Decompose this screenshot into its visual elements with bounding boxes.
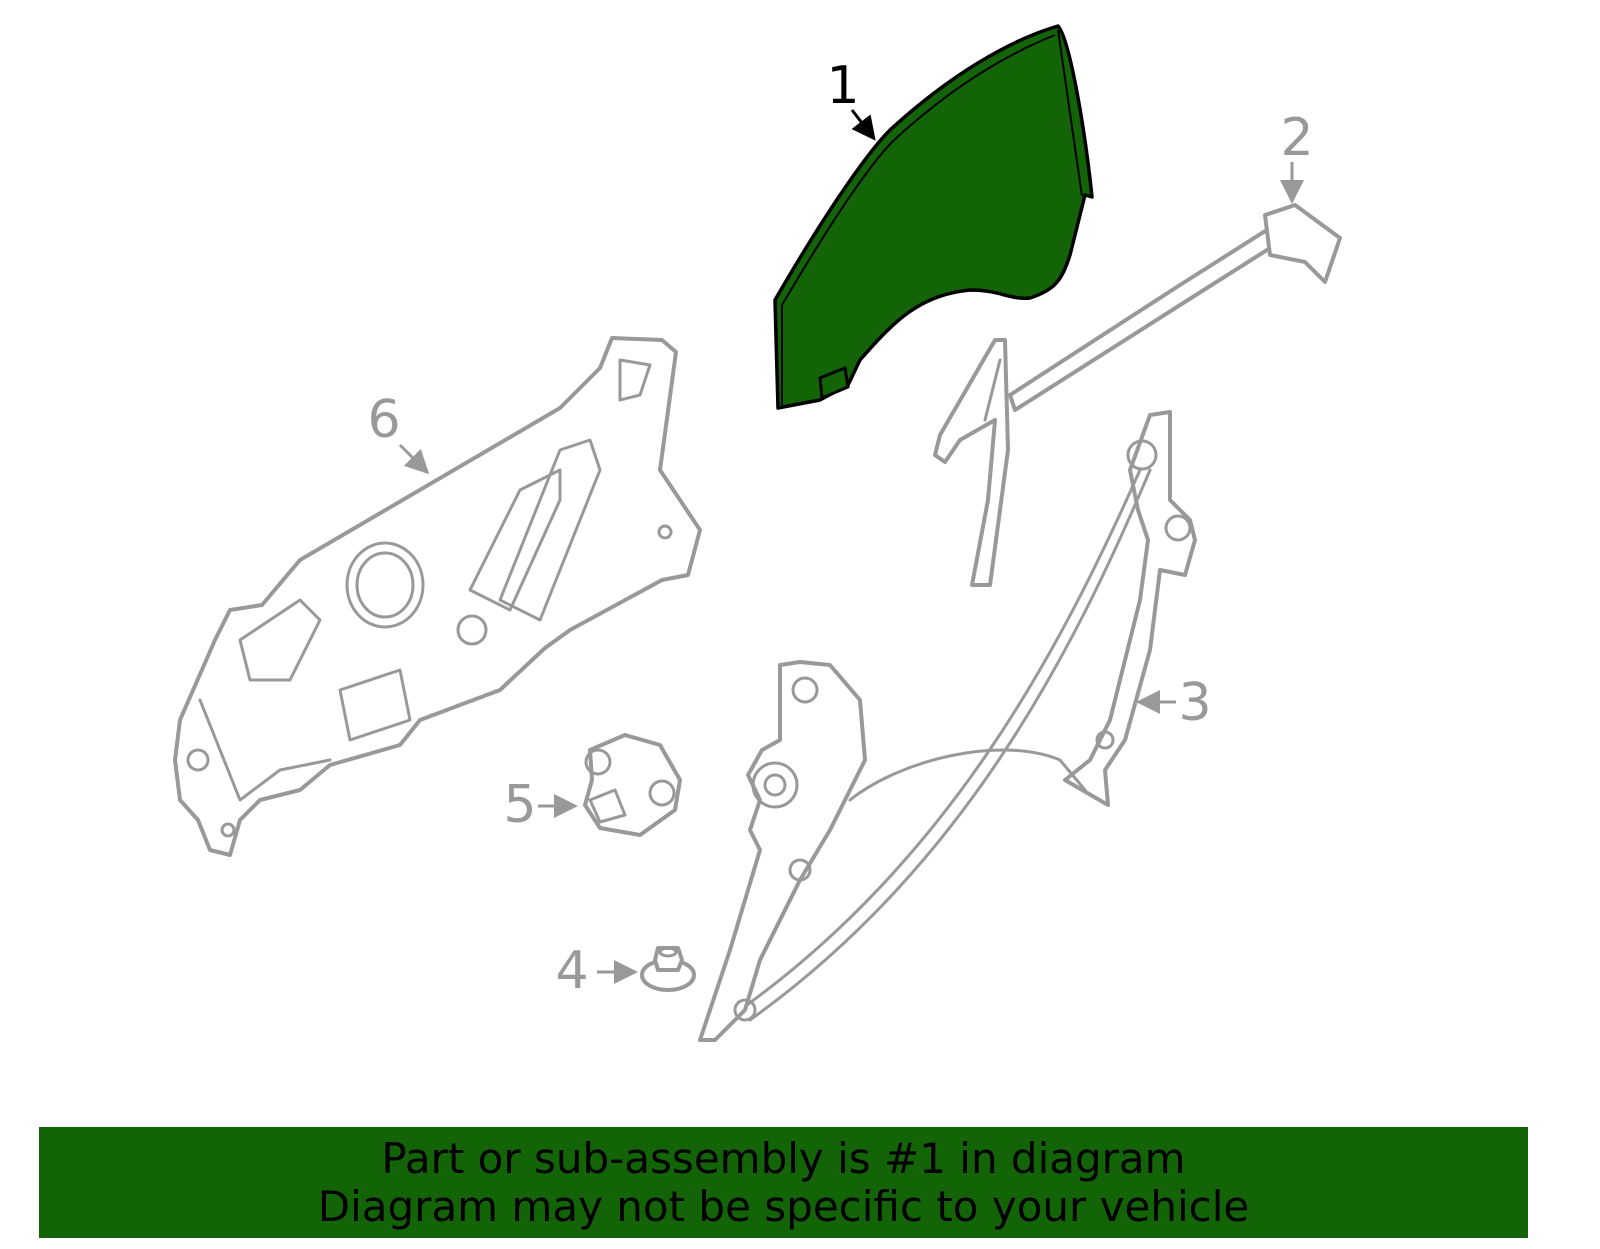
callout-4-label: 4: [555, 941, 588, 1001]
callout-6-arrow: [398, 443, 430, 475]
callout-4[interactable]: 4: [555, 941, 638, 1001]
callout-1[interactable]: 1: [826, 56, 876, 141]
banner-line-1: Part or sub-assembly is #1 in diagram: [381, 1134, 1186, 1183]
part-1-door-glass[interactable]: [773, 24, 1094, 410]
callout-6-label: 6: [367, 390, 400, 450]
callout-5-label: 5: [503, 775, 536, 835]
callout-5[interactable]: 5: [503, 775, 578, 835]
callout-3-label: 3: [1178, 673, 1211, 733]
callout-1-label: 1: [826, 56, 859, 116]
callout-1-arrow: [850, 109, 876, 141]
callout-6[interactable]: 6: [367, 390, 430, 475]
part-6-door-module-panel[interactable]: [173, 336, 702, 857]
part-5-window-motor[interactable]: [583, 733, 682, 837]
part-2-window-guide[interactable]: [933, 203, 1342, 587]
part-4-nut[interactable]: [640, 946, 696, 992]
callout-2[interactable]: 2: [1280, 108, 1314, 204]
callout-2-label: 2: [1280, 108, 1313, 168]
callout-3[interactable]: 3: [1136, 673, 1212, 733]
part-3-window-regulator[interactable]: [698, 410, 1197, 1042]
diagram-notice-banner: Part or sub-assembly is #1 in diagram Di…: [39, 1127, 1528, 1238]
banner-line-2: Diagram may not be specific to your vehi…: [317, 1182, 1250, 1231]
